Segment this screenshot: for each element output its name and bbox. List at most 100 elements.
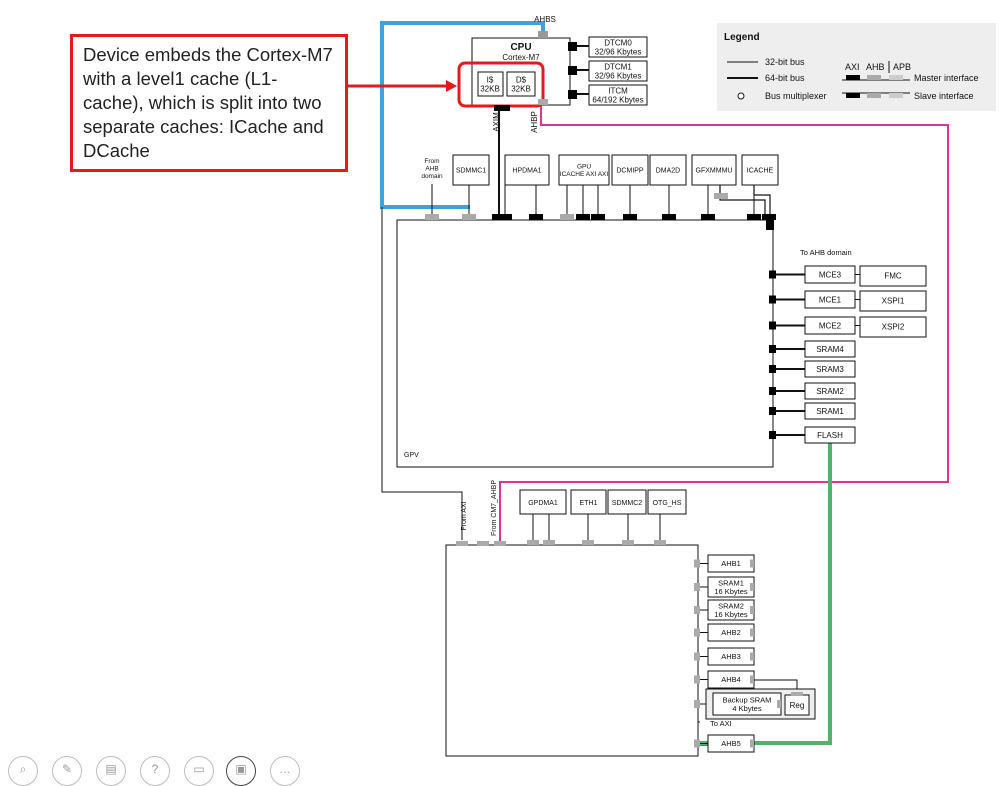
ahb-slave-label: AHB5 xyxy=(721,739,741,748)
axi-slave-label: SRAM3 xyxy=(816,365,844,374)
legend-apb-port xyxy=(889,75,903,80)
sdmmc2-block xyxy=(607,489,647,515)
ahbs-bus-highlight xyxy=(380,21,545,209)
help-icon[interactable]: ? xyxy=(140,756,170,786)
cpu-title: CPU xyxy=(510,42,531,53)
ahb-slave-end-port xyxy=(750,559,754,568)
pages-icon[interactable]: ▤ xyxy=(96,756,126,786)
legend-title: Legend xyxy=(724,32,760,43)
sdmmc1-port xyxy=(462,214,476,220)
ahb-slave-end-port xyxy=(750,675,754,684)
from-axi-link xyxy=(381,207,463,540)
ahb-slave-label: AHB1 xyxy=(721,559,741,568)
ahbp-port xyxy=(538,99,548,105)
from-axi-port xyxy=(456,541,468,546)
ahb-master-port xyxy=(527,540,539,545)
callout-arrow-head xyxy=(446,80,457,92)
legend-ahb-label: AHB xyxy=(866,62,885,72)
itcm-block xyxy=(588,84,648,106)
ahb-master-port xyxy=(622,540,634,545)
legend-mux-label: Bus multiplexer xyxy=(765,91,827,101)
ahbs-port xyxy=(538,31,548,38)
ahb-slave-label: Backup SRAM xyxy=(723,695,772,704)
ahb-slave-port xyxy=(694,559,700,568)
screen-icon[interactable]: ▣ xyxy=(226,756,256,786)
ahb-slave-end-port xyxy=(750,628,754,637)
axi-slave-label: MCE1 xyxy=(819,296,842,305)
callout-note: Device embeds the Cortex-M7 with a level… xyxy=(70,34,348,172)
ahb-slave-label: 16 Kbytes xyxy=(714,610,748,619)
axi-matrix-frame xyxy=(396,219,774,468)
axi-slave-sram2 xyxy=(804,382,856,400)
target-label: FMC xyxy=(884,272,902,281)
ahb-master-port xyxy=(543,540,555,545)
ahb-slave-port xyxy=(694,652,700,661)
target-label: XSPI1 xyxy=(882,297,905,306)
ahb-slave-port xyxy=(694,628,700,637)
dcmipp-block-label: DCMIPP xyxy=(616,167,644,174)
dcache-label: 32KB xyxy=(511,84,531,93)
axi-slave-port xyxy=(769,407,776,415)
dma2d-block xyxy=(649,154,687,186)
legend-ahb-slave-port xyxy=(867,93,881,98)
dtcm0-block-label: DTCM0 xyxy=(604,38,632,47)
comment-icon[interactable]: ▭ xyxy=(184,756,214,786)
legend-ahb-port xyxy=(867,75,881,80)
pen-icon[interactable]: ✎ xyxy=(52,756,82,786)
target-fmc xyxy=(859,265,927,287)
ahbp-in-port xyxy=(494,541,506,546)
axi-slave-port xyxy=(769,431,776,439)
icache-block xyxy=(477,71,504,97)
otg-hs-block xyxy=(647,489,687,515)
to-ahb-port xyxy=(766,220,774,230)
axi-master-port xyxy=(662,214,676,220)
gpdma1-block xyxy=(519,489,567,515)
legend-axi-port xyxy=(846,75,860,80)
from-cm7-port xyxy=(477,541,489,546)
legend-32bit-label: 32-bit bus xyxy=(765,57,805,67)
legend-slave-label: Slave interface xyxy=(914,91,974,101)
callout-text: Device embeds the Cortex-M7 with a level… xyxy=(83,44,333,161)
ahb-slave-port xyxy=(694,700,700,708)
dtcm0-block-label: 32/96 Kbytes xyxy=(595,47,642,56)
to-axi-label: To AXI xyxy=(710,719,732,728)
dtcm0-block xyxy=(588,36,648,58)
ahbs-label: AHBS xyxy=(534,15,556,24)
legend-master-label: Master interface xyxy=(914,73,979,83)
ahb-slave-end-port xyxy=(750,739,754,748)
ahb-slave-label: SRAM2 xyxy=(718,601,744,610)
zoom-icon[interactable]: ⌕ xyxy=(8,756,38,786)
axim-port xyxy=(494,105,510,111)
ahb-matrix-frame xyxy=(445,544,699,757)
target-xspi1 xyxy=(859,290,927,312)
dcmipp-block xyxy=(611,154,649,186)
ahbp-label: AHBP xyxy=(530,111,539,133)
axi-slave-port xyxy=(769,270,776,279)
ahb4-to-reg-link xyxy=(754,679,798,692)
from-ahb-port xyxy=(425,214,439,220)
gpu-block xyxy=(558,154,610,186)
more-icon[interactable]: … xyxy=(270,756,300,786)
axi-master-port xyxy=(623,214,637,220)
gpv-label: GPV xyxy=(404,452,419,459)
tcm-port xyxy=(568,42,577,51)
icache-label: 32KB xyxy=(480,84,500,93)
axi-slave-label: FLASH xyxy=(817,431,843,440)
ahb-slave-end-port xyxy=(777,700,781,708)
legend-64bit-label: 64-bit bus xyxy=(765,73,805,83)
ahb-slave-end-port xyxy=(750,606,754,614)
ahb-slave-port xyxy=(694,583,700,591)
sdmmc1-block xyxy=(452,154,490,186)
icache-port xyxy=(762,214,776,220)
axim-matrix-port xyxy=(492,214,506,220)
legend-axi-label: AXI xyxy=(845,62,860,72)
gpu-block-label: ICACHE AXI AXI xyxy=(560,171,609,178)
ahb-slave-port xyxy=(694,739,700,748)
legend-apb-slave-port xyxy=(889,93,903,98)
gpu-block-label: GPU xyxy=(577,164,591,171)
ahb-slave-port xyxy=(694,606,700,614)
axi-slave-port xyxy=(769,365,776,373)
axi-slave-sram3 xyxy=(804,360,856,378)
gpu-axi-port-2 xyxy=(591,214,605,220)
